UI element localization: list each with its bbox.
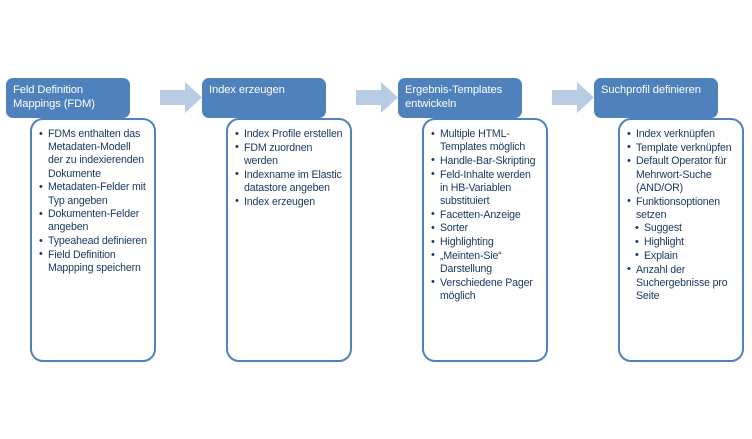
stage-1-bullet-1: FDMs enthalten das Metadaten-Modell der … xyxy=(32,128,148,181)
stage-3-bullet-3: Feld-Inhalte werden in HB-Variablen subs… xyxy=(424,168,540,209)
stage-3-bullet-7: „Meinten-Sie“ Darstellung xyxy=(424,249,540,276)
stage-4-bullet-5: Suggest xyxy=(620,222,736,235)
stage-4-bullet-1: Index verknüpfen xyxy=(620,127,736,141)
flow-arrow-right-icon-1 xyxy=(160,82,202,113)
stage-4-bullet-7: Explain xyxy=(620,249,736,263)
process-stage-1[interactable]: Feld Definition Mappings (FDM) FDMs enth… xyxy=(4,78,156,362)
stage-3-bullet-2: Handle-Bar-Skripting xyxy=(424,154,540,168)
stage-2-bullet-list: Index Profile erstellen FDM zuordnen wer… xyxy=(228,120,350,209)
stage-4-header[interactable]: Suchprofil definieren xyxy=(594,78,718,118)
stage-1-body: FDMs enthalten das Metadaten-Modell der … xyxy=(30,118,156,362)
stage-1-bullet-5: Field Definition Mappping speichern xyxy=(32,248,148,275)
stage-2-bullet-2: FDM zuordnen werden xyxy=(228,141,344,168)
stage-4-bullet-8: Anzahl der Suchergebnisse pro Seite xyxy=(620,263,736,304)
stage-1-header[interactable]: Feld Definition Mappings (FDM) xyxy=(6,78,130,118)
stage-1-bullet-list: FDMs enthalten das Metadaten-Modell der … xyxy=(32,120,154,275)
stage-3-bullet-5: Sorter xyxy=(424,222,540,235)
stage-3-header[interactable]: Ergebnis-Templates entwickeln xyxy=(398,78,522,118)
stage-4-bullet-2: Template verknüpfen xyxy=(620,141,736,155)
stage-3-bullet-1: Multiple HTML-Templates möglich xyxy=(424,127,540,154)
stage-4-bullet-3: Default Operator für Mehrwort-Suche (AND… xyxy=(620,155,736,195)
stage-4-bullet-4: Funktionsoptionen setzen xyxy=(620,195,736,222)
stage-2-bullet-3: Indexname im Elastic datastore angeben xyxy=(228,168,344,195)
stage-2-body: Index Profile erstellen FDM zuordnen wer… xyxy=(226,118,352,362)
flow-arrow-right-icon-2 xyxy=(356,82,398,113)
stage-4-bullet-6: Highlight xyxy=(620,236,736,249)
stage-4-body: Index verknüpfen Template verknüpfen Def… xyxy=(618,118,744,362)
stage-3-bullet-4: Facetten-Anzeige xyxy=(424,208,540,222)
stage-4-bullet-list: Index verknüpfen Template verknüpfen Def… xyxy=(620,120,742,303)
process-stage-4[interactable]: Suchprofil definieren Index verknüpfen T… xyxy=(592,78,744,362)
process-stage-3[interactable]: Ergebnis-Templates entwickeln Multiple H… xyxy=(396,78,548,362)
stage-1-bullet-2: Metadaten-Felder mit Typ angeben xyxy=(32,181,148,207)
process-stage-2[interactable]: Index erzeugen Index Profile erstellen F… xyxy=(200,78,352,362)
stage-2-header[interactable]: Index erzeugen xyxy=(202,78,326,118)
stage-2-bullet-1: Index Profile erstellen xyxy=(228,127,344,141)
stage-1-bullet-4: Typeahead definieren xyxy=(32,235,148,248)
stage-2-bullet-4: Index erzeugen xyxy=(228,195,344,209)
stage-3-body: Multiple HTML-Templates möglich Handle-B… xyxy=(422,118,548,362)
stage-3-bullet-list: Multiple HTML-Templates möglich Handle-B… xyxy=(424,120,546,303)
flow-arrow-right-icon-3 xyxy=(552,82,594,113)
stage-1-bullet-3: Dokumenten-Felder angeben xyxy=(32,208,148,234)
stage-3-bullet-6: Highlighting xyxy=(424,236,540,249)
stage-3-bullet-8: Verschiedene Pager möglich xyxy=(424,276,540,303)
